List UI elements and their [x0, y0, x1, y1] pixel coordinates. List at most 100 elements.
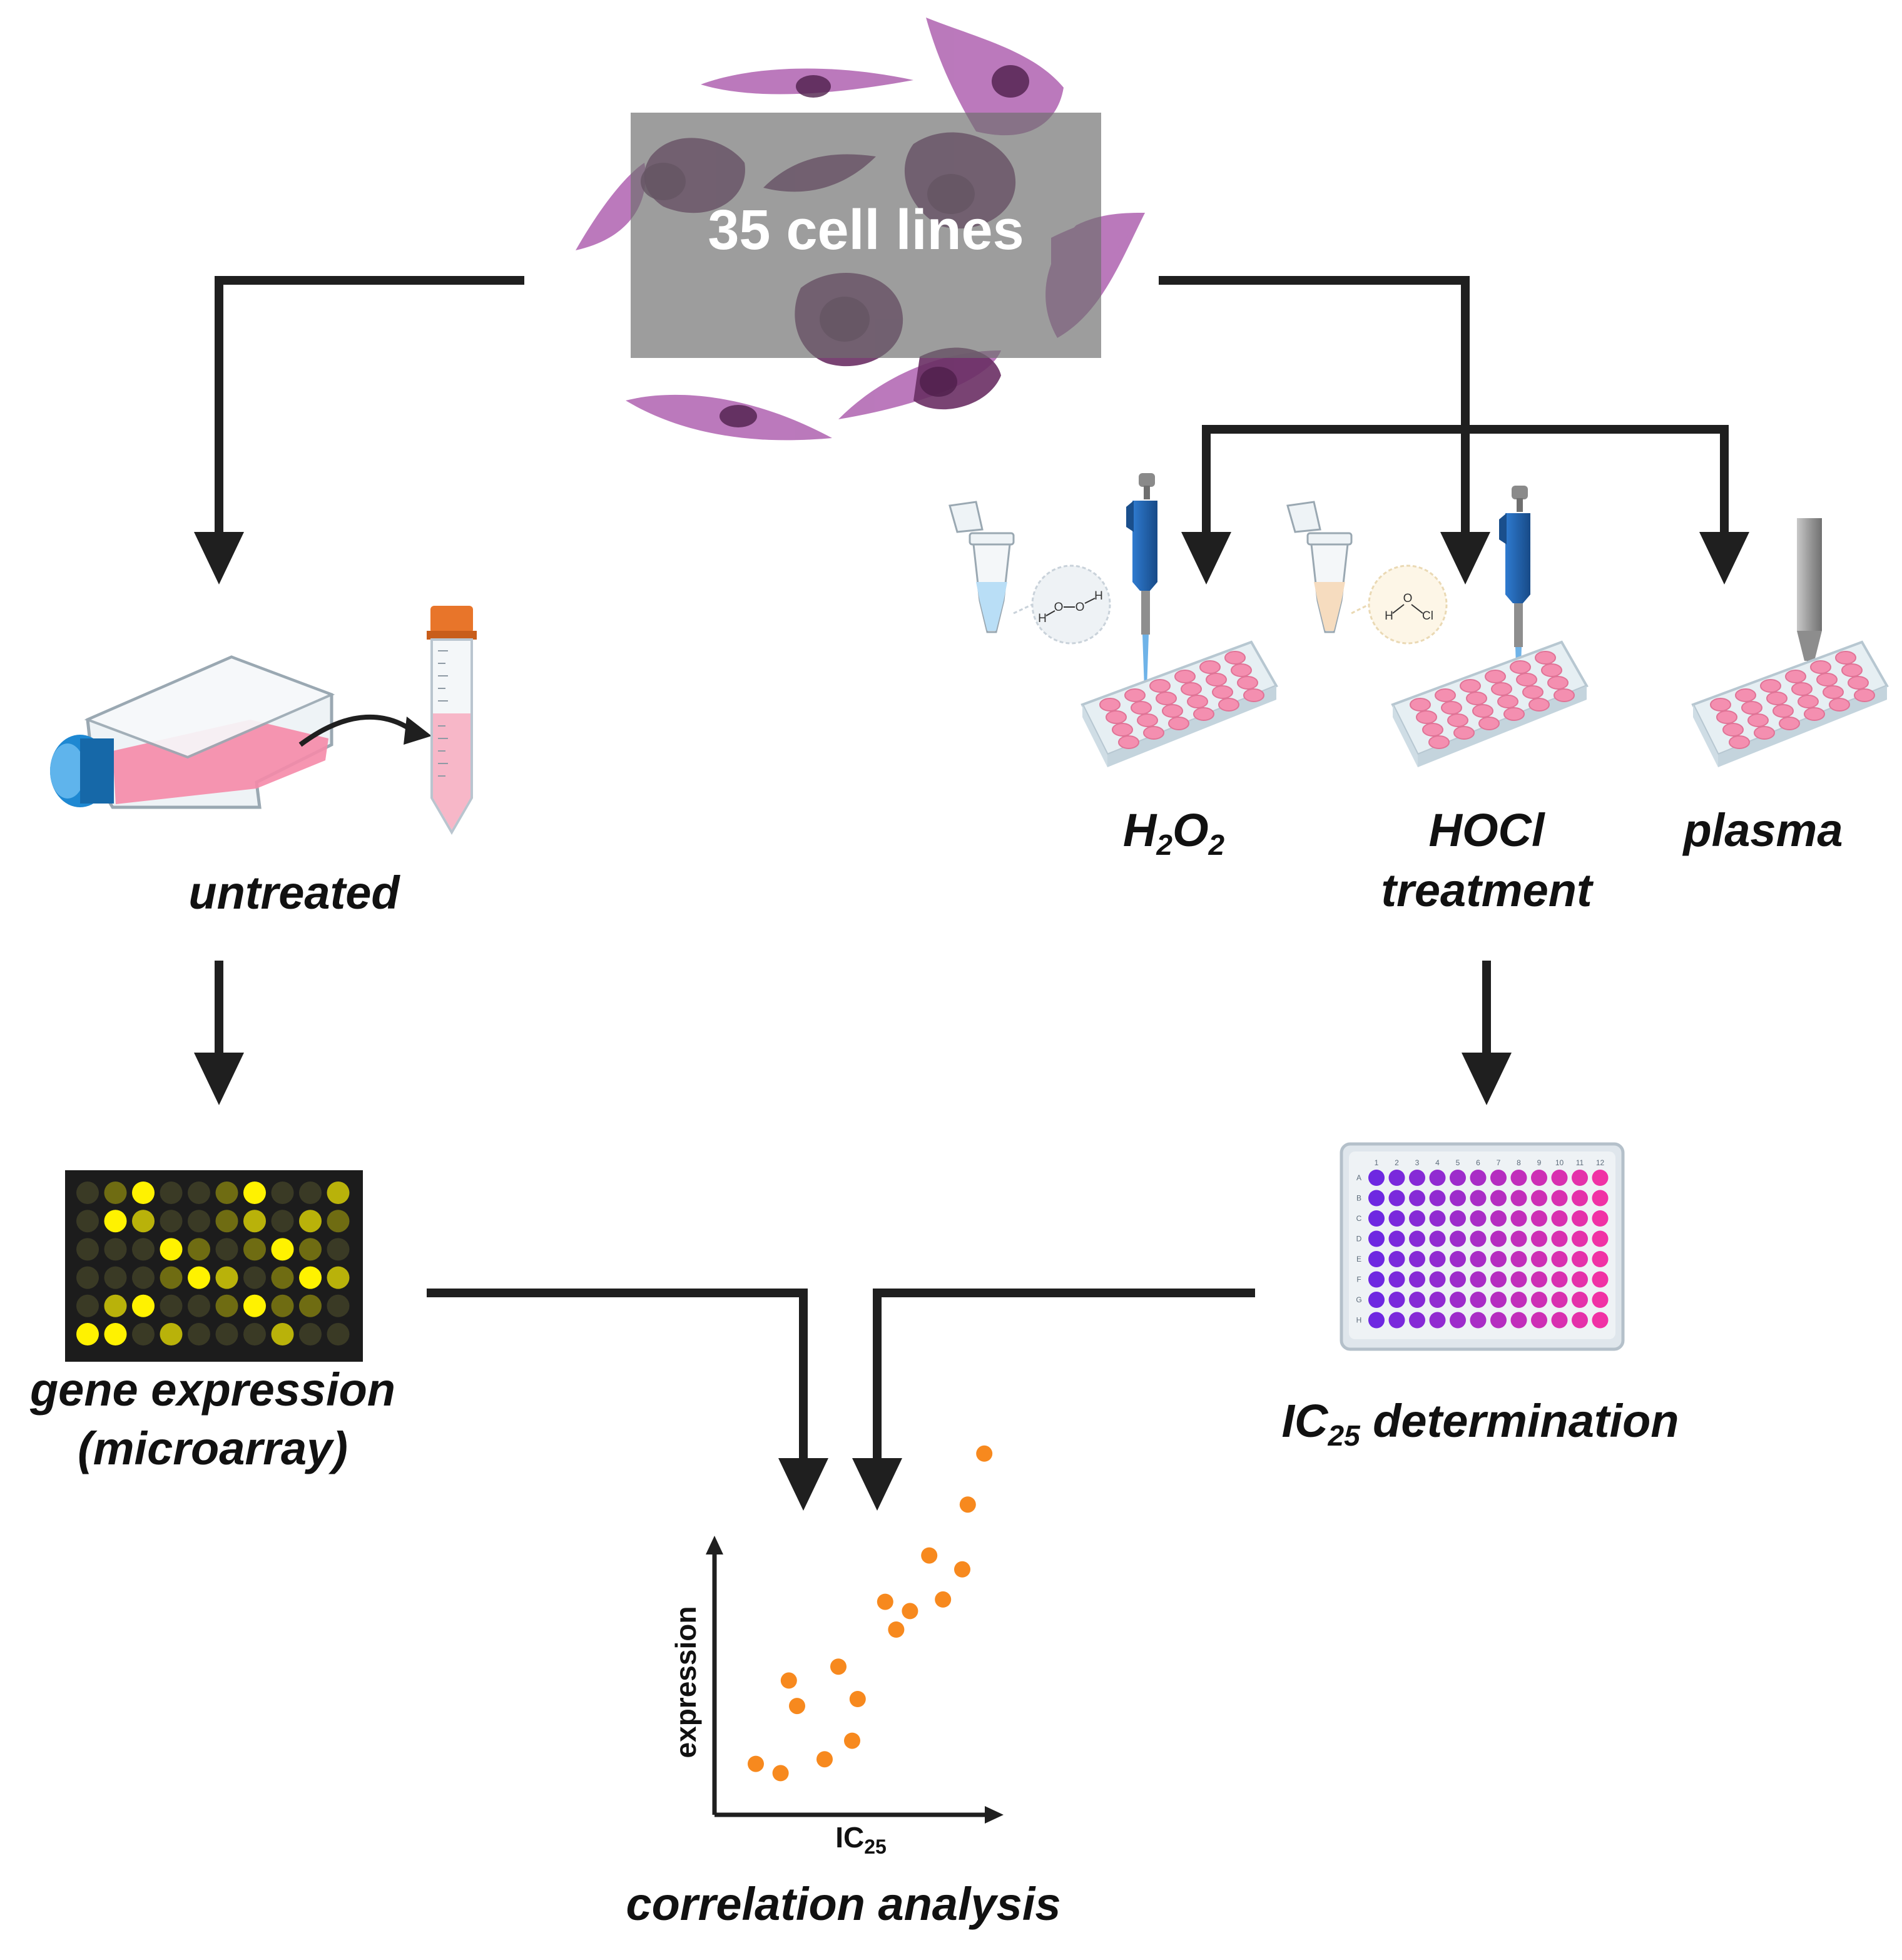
plate-well [1429, 1210, 1446, 1227]
plate-row-label: H [1356, 1316, 1362, 1325]
plate-well [1531, 1230, 1547, 1247]
plate-well [1193, 707, 1214, 721]
culture-flask-icon [50, 655, 335, 809]
microarray-spot [299, 1294, 322, 1317]
falcon-tube-icon [427, 606, 477, 835]
plate-well [1368, 1292, 1385, 1308]
plate-well [1551, 1251, 1568, 1267]
plate-well [1478, 717, 1500, 730]
plate-well [1162, 704, 1183, 718]
plate-column-label: 1 [1375, 1158, 1379, 1167]
plate-well [1551, 1190, 1568, 1207]
arrow-bar-to-h2o2 [1202, 425, 1465, 532]
plate-column-label: 4 [1435, 1158, 1440, 1167]
plate-well [1118, 735, 1139, 749]
microarray-spot [76, 1323, 99, 1345]
plate-plasma-icon [1691, 640, 1889, 767]
plate-well [1470, 1312, 1487, 1329]
plate-column-label: 12 [1596, 1158, 1605, 1167]
plate-well [1237, 676, 1258, 690]
plate-well [1409, 1312, 1425, 1329]
plate-well [1368, 1170, 1385, 1186]
plate-well [1804, 707, 1825, 721]
microarray-spot [299, 1266, 322, 1289]
plate-well [1450, 1271, 1466, 1288]
microarray-sub-label: (microarray) [78, 1422, 348, 1474]
plate-well [1747, 713, 1769, 727]
plate-well [1187, 695, 1208, 708]
plate-well [1592, 1190, 1609, 1207]
scatter-point [772, 1765, 789, 1782]
plate-well [1760, 679, 1781, 693]
microarray-spot [188, 1210, 210, 1233]
plate-well [1429, 1271, 1446, 1288]
plate-column-label: 5 [1456, 1158, 1460, 1167]
plate-column-label: 8 [1517, 1158, 1521, 1167]
plate-well [1422, 723, 1443, 737]
plate-well [1368, 1271, 1385, 1288]
plate-well [1450, 1292, 1466, 1308]
plate-well [1854, 688, 1875, 702]
microarray-spot [160, 1182, 183, 1204]
microarray-spot [76, 1266, 99, 1289]
plate-well [1143, 726, 1164, 740]
microarray-spot [76, 1294, 99, 1317]
plate-well [1409, 1210, 1425, 1227]
microarray-spot [160, 1210, 183, 1233]
plate-well [1429, 1230, 1446, 1247]
pipette-h2o2-icon [1126, 473, 1157, 688]
plate-well [1409, 1271, 1425, 1288]
plate-well [1231, 663, 1252, 677]
plate-well [1592, 1312, 1609, 1329]
microarray-spot [104, 1294, 127, 1317]
microarray-spot [243, 1182, 266, 1204]
microarray-spot [132, 1266, 155, 1289]
plate-well [1490, 1210, 1507, 1227]
plate-well [1551, 1292, 1568, 1308]
plate-well [1785, 670, 1806, 683]
plate-well [1368, 1251, 1385, 1267]
scatter-point [921, 1547, 938, 1564]
plate-well [1388, 1251, 1405, 1267]
plate-well [1510, 1170, 1527, 1186]
microarray-spot [243, 1238, 266, 1261]
atom-o-1: O [1054, 601, 1064, 614]
plate-well [1388, 1190, 1405, 1207]
plate-well [1409, 1190, 1425, 1207]
scatter-point [844, 1732, 860, 1749]
scatter-point [830, 1658, 847, 1675]
plate-well [1754, 726, 1775, 740]
plate-well [1592, 1230, 1609, 1247]
microarray-spot [299, 1323, 322, 1345]
plate-well [1531, 1271, 1547, 1288]
plate-well [1416, 710, 1437, 724]
plate-row-label: C [1356, 1214, 1362, 1223]
plate-well [1531, 1190, 1547, 1207]
plate-well [1429, 1312, 1446, 1329]
scatter-point [789, 1698, 805, 1715]
plate-well [1124, 688, 1146, 702]
microarray-spot [132, 1210, 155, 1233]
arrow-bar-to-plasma [1465, 425, 1729, 532]
plate-column-label: 2 [1395, 1158, 1399, 1167]
atom-o-2: O [1076, 601, 1085, 614]
microarray-spot [215, 1323, 238, 1345]
plate-column-label: 11 [1576, 1158, 1584, 1167]
plate-well [1572, 1251, 1588, 1267]
plate-well [1490, 1230, 1507, 1247]
microarray-spot [271, 1238, 294, 1261]
plate-well [1450, 1312, 1466, 1329]
plate-well [1218, 698, 1239, 712]
plate-well [1835, 651, 1856, 665]
microarray-spot [215, 1294, 238, 1317]
plate-well [1551, 1210, 1568, 1227]
plate-column-label: 7 [1497, 1158, 1501, 1167]
plate-row-label: B [1356, 1194, 1361, 1203]
scatter-point [748, 1755, 764, 1772]
plate-well [1772, 704, 1794, 718]
microarray-spot [104, 1238, 127, 1261]
plate-h2o2-icon [1081, 640, 1278, 767]
plate-well [1531, 1312, 1547, 1329]
plate-well [1388, 1210, 1405, 1227]
